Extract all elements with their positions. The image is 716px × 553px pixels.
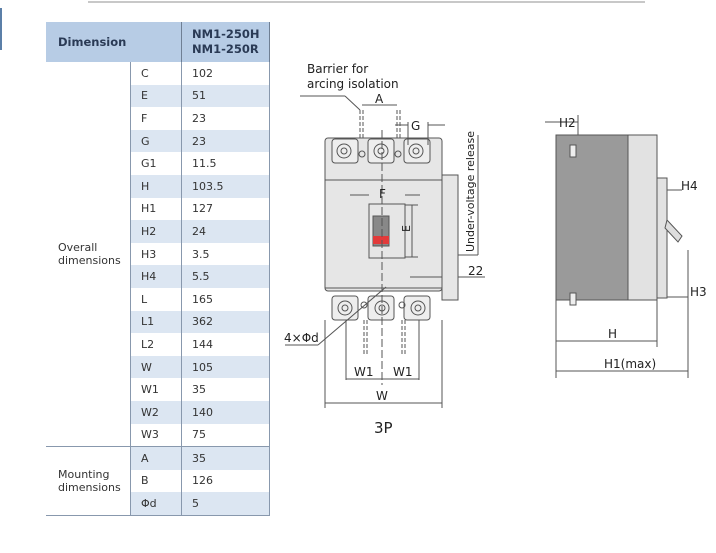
symbol-cell: W2 — [130, 400, 182, 424]
side-view — [545, 115, 689, 378]
barrier-label-1: Barrier for — [307, 62, 368, 76]
dim-W1-left: W1 — [354, 365, 374, 379]
symbol-cell: B — [130, 469, 182, 493]
value-cell: 140 — [181, 400, 270, 424]
hole-label: 4×Φd — [284, 331, 319, 345]
group-label-2: dimensions — [58, 480, 121, 494]
value-cell: 51 — [181, 84, 270, 108]
symbol-cell: H4 — [130, 265, 182, 288]
header-dimension: Dimension — [46, 22, 182, 62]
value-cell: 24 — [181, 220, 270, 243]
handle-red — [373, 236, 389, 244]
symbol-cell: L2 — [130, 333, 182, 356]
terminals-bottom — [331, 295, 431, 321]
symbol-cell: H2 — [130, 220, 182, 243]
symbol-cell: L — [130, 287, 182, 311]
value-cell: 11.5 — [181, 152, 270, 175]
symbol-cell: H — [130, 174, 182, 198]
symbol-cell: L1 — [130, 310, 182, 334]
dim-H: H — [608, 327, 617, 341]
symbol-cell: W1 — [130, 378, 182, 401]
symbol-cell: H1 — [130, 197, 182, 221]
symbol-cell: W3 — [130, 423, 182, 448]
dim-F: F — [379, 187, 386, 201]
model-1: NM1-250H — [192, 27, 260, 41]
value-cell: 35 — [181, 378, 270, 401]
dim-W: W — [376, 389, 388, 403]
dim-H3: H3 — [690, 285, 707, 299]
dim-H1: H1(max) — [604, 357, 656, 371]
terminals-top — [331, 138, 431, 164]
dim-W1-right: W1 — [393, 365, 413, 379]
model-2: NM1-250R — [192, 42, 259, 56]
value-cell: 165 — [181, 287, 270, 311]
uvr-label: Under-voltage release — [464, 131, 477, 252]
group-label-2: dimensions — [58, 254, 121, 268]
symbol-cell: G — [130, 129, 182, 153]
symbol-cell: W — [130, 355, 182, 379]
symbol-cell: F — [130, 107, 182, 130]
dim-H4: H4 — [681, 179, 698, 193]
value-cell: 23 — [181, 107, 270, 130]
uvr-module — [441, 174, 459, 301]
barrier-label-2: arcing isolation — [307, 77, 399, 91]
value-cell: 144 — [181, 333, 270, 356]
value-cell: 3.5 — [181, 242, 270, 266]
caption-3P: 3P — [374, 419, 393, 437]
value-cell: 5.5 — [181, 265, 270, 288]
value-cell: 75 — [181, 423, 270, 448]
side-body — [555, 134, 629, 301]
value-cell: 105 — [181, 355, 270, 379]
dim-E: E — [400, 225, 413, 232]
value-cell: 362 — [181, 310, 270, 334]
dim-A: A — [375, 92, 384, 106]
group-label-1: Overall — [58, 241, 98, 255]
dim-H2: H2 — [559, 116, 576, 130]
top-divider — [88, 1, 645, 3]
symbol-cell: G1 — [130, 152, 182, 175]
value-cell: 103.5 — [181, 174, 270, 198]
value-cell: 5 — [181, 492, 270, 516]
value-cell: 35 — [181, 446, 270, 470]
left-accent-bar — [0, 8, 2, 50]
dim-22: 22 — [468, 264, 483, 278]
symbol-cell: H3 — [130, 242, 182, 266]
symbol-cell: A — [130, 446, 182, 470]
group-label-1: Mounting — [58, 467, 110, 481]
value-cell: 102 — [181, 62, 270, 85]
value-cell: 126 — [181, 469, 270, 493]
value-cell: 127 — [181, 197, 270, 221]
front-view — [285, 95, 485, 408]
symbol-cell: Φd — [130, 492, 182, 516]
dim-G: G — [411, 119, 420, 133]
symbol-cell: C — [130, 62, 182, 85]
symbol-cell: E — [130, 84, 182, 108]
value-cell: 23 — [181, 129, 270, 153]
